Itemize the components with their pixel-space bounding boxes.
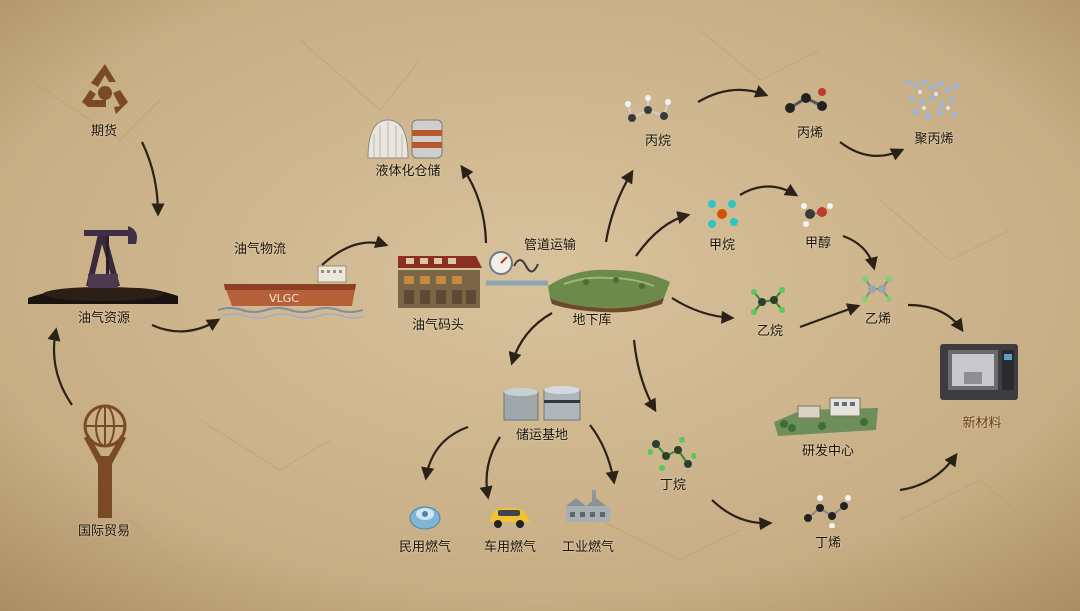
person-globe-icon [80,402,130,524]
node-vehicle-gas-label: 车用燃气 [483,540,537,555]
node-futures-label: 期货 [90,124,118,139]
node-liquefied-storage-label: 液体化仓储 [375,164,441,179]
car-icon [486,504,532,534]
node-storage-base-label: 储运基地 [515,428,569,443]
factory-icon [562,488,614,530]
node-industrial-gas-label: 工业燃气 [561,540,615,555]
butane-molecule-icon [647,436,697,476]
node-underground-storage-label: 地下库 [572,313,612,328]
node-methanol-label: 甲醇 [804,236,832,251]
rd-campus-icon [772,392,880,442]
node-polypropylene-label: 聚丙烯 [914,132,954,147]
recycle-icon [76,60,134,122]
node-rd-center-label: 研发中心 [801,444,855,459]
underground-terrain-icon [546,262,672,318]
oil-pump-icon [28,214,178,308]
node-propylene-label: 丙烯 [796,126,824,141]
node-civil-gas-label: 民用燃气 [398,540,452,555]
butene-molecule-icon [802,494,852,532]
node-oilgas-resource-label: 油气资源 [77,311,131,326]
node-propane-label: 丙烷 [644,134,672,149]
propane-molecule-icon [624,94,672,134]
pressure-gauge-icon [488,250,546,284]
terminal-dock-icon [396,252,484,314]
node-intl-trade-label: 国际贸易 [77,524,131,539]
node-ethylene-label: 乙烯 [864,312,892,327]
gas-stove-icon [408,498,442,536]
methane-molecule-icon [704,196,740,234]
propylene-molecule-icon [784,86,830,120]
node-butene-label: 丁烯 [814,536,842,551]
vlgc-ship-icon: VLGC [217,262,364,324]
node-oilgas-terminal-label: 油气码头 [411,318,465,333]
storage-tanks-icon [366,116,446,164]
ship-hull-text: VLGC [269,292,299,305]
polypropylene-chain-icon [902,74,964,128]
ethane-molecule-icon [750,284,786,322]
node-butane-label: 丁烷 [659,478,687,493]
node-pipeline-label: 管道运输 [523,238,577,253]
ethylene-molecule-icon [860,272,894,310]
node-methane-label: 甲烷 [708,238,736,253]
node-oilgas-logistics-label: 油气物流 [233,242,287,257]
3d-printer-icon [938,342,1020,406]
methanol-molecule-icon [800,198,834,232]
oil-tanks-icon [502,386,582,426]
node-new-materials-label: 新材料 [962,416,1002,431]
node-ethane-label: 乙烷 [756,324,784,339]
